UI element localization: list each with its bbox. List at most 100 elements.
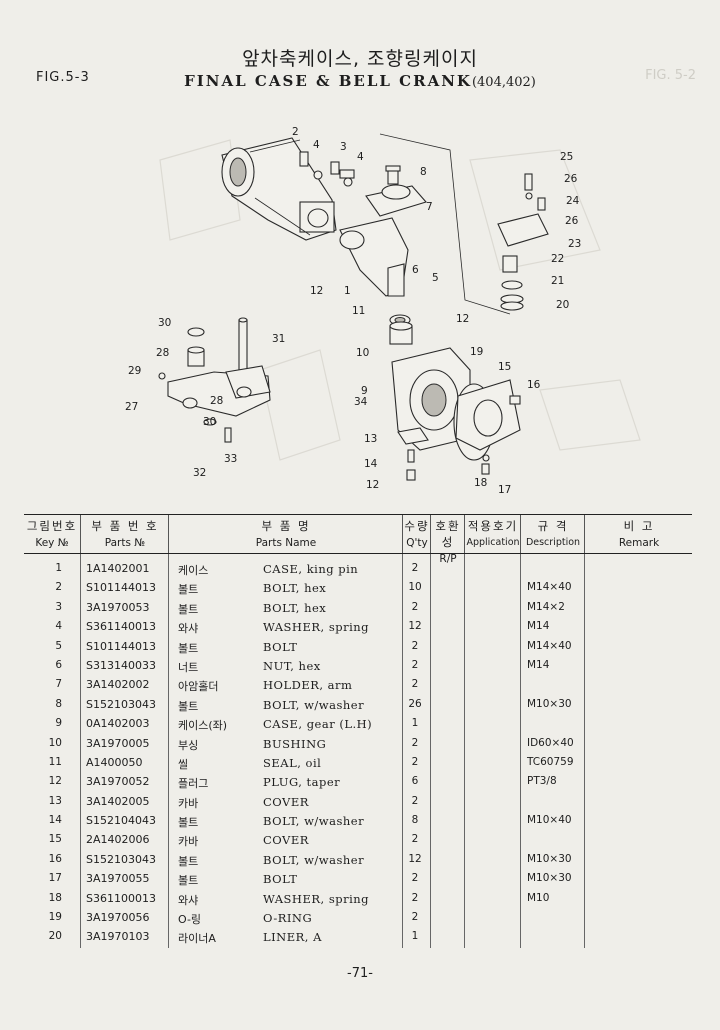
column-divider [464,554,465,948]
quantity-cell: 26 [408,697,422,710]
description-cell: TC60759 [527,755,574,768]
quantity-cell: 2 [411,833,419,846]
part-number-cell: 3A1402002 [86,678,150,692]
part-number-cell: S152103043 [86,852,156,866]
quantity-cell: 2 [411,872,419,885]
description-cell: M14 [527,620,550,633]
key-cell: 12 [48,775,62,788]
callout-16: 16 [527,379,541,391]
english-name-cell: HOLDER, arm [263,678,353,693]
part-number-cell: 3A1970053 [86,600,150,614]
callout-15: 15 [498,361,511,373]
quantity-cell: 2 [411,755,419,768]
callout-13: 13 [364,433,377,445]
description-cell: ID60×40 [527,736,574,749]
header-key-ko: 그림번호 [26,519,78,533]
callout-30b: 30 [203,416,216,428]
description-cell: M10 [527,891,550,904]
leader-line-long [379,133,511,315]
callout-18: 18 [474,477,487,489]
page-number: -71- [347,966,373,981]
callout-11: 11 [352,305,365,317]
part-number-cell: S101144013 [86,581,156,595]
gear-case-part [391,347,521,461]
korean-name-cell: O-링 [178,913,202,927]
header-key: 그림번호 Key № [24,515,80,553]
header-rp: 호환성 R/P [430,515,465,565]
part-number-cell: 0A1402003 [86,717,150,731]
quantity-cell: 2 [411,911,419,924]
part-number-cell: 1A1402001 [86,562,150,575]
part-number-cell: S152103043 [86,697,156,711]
callout-4b: 4 [357,151,364,163]
part-number-cell: 3A1402005 [86,794,150,808]
column-divider [168,554,169,948]
english-name-cell: PLUG, taper [263,775,341,790]
header-application-ko: 적용호기 [467,519,519,533]
callout-21: 21 [551,275,564,287]
korean-name-cell: 와샤 [178,622,199,636]
korean-name-cell: 볼트 [178,699,199,713]
key-cell: 20 [48,930,62,943]
arm-holder-part [365,165,427,217]
key-cell: 9 [55,717,62,730]
callout-3: 3 [340,141,347,153]
key-cell: 11 [48,755,62,768]
english-name-cell: WASHER, spring [263,620,370,635]
description-cell: M10×30 [527,872,572,885]
callout-23: 23 [568,238,581,250]
header-application: 적용호기 Application [464,515,521,553]
header-key-en: Key № [35,537,69,549]
callout-29: 29 [128,365,141,377]
key-cell: 17 [48,872,62,885]
header-parts-name: 부 품 명 Parts Name [168,515,403,553]
column-divider [520,554,521,948]
callout-9: 9 [361,385,368,397]
header-parts-no: 부 품 번 호 Parts № [80,515,169,553]
key-cell: 8 [55,697,62,710]
header-parts-no-ko: 부 품 번 호 [91,519,159,533]
callout-25: 25 [560,151,573,163]
korean-name-cell: 와샤 [178,893,199,907]
callout-28a: 28 [156,347,169,359]
key-cell: 10 [48,736,62,749]
callout-34: 34 [354,396,368,408]
description-cell: M14 [527,658,550,671]
part-number-cell: S101144013 [86,639,156,653]
key-cell: 15 [48,833,62,846]
korean-name-cell: 씰 [178,757,189,771]
callout-12c: 12 [366,479,379,491]
callout-26b: 26 [565,215,579,227]
description-cell: M10×40 [527,814,572,827]
english-name-cell: NUT, hex [263,658,321,673]
callout-12a: 12 [310,285,323,297]
exploded-parts-diagram: 2 4 3 4 8 7 25 26 24 26 23 22 21 20 6 5 … [125,126,641,496]
english-name-cell: BOLT [263,639,298,654]
korean-name-cell: 케이스 [178,564,209,577]
english-name-cell: BOLT, w/washer [263,852,365,867]
quantity-cell: 1 [411,930,419,943]
header-application-en: Application [466,537,520,548]
english-name-cell: CASE, gear (L.H) [263,717,373,732]
callout-28b: 28 [210,395,223,407]
korean-name-cell: 케이스(좌) [178,719,228,733]
description-cell: M14×40 [527,581,572,594]
korean-name-cell: 볼트 [178,583,199,597]
callout-31: 31 [272,333,285,345]
header-remark-ko: 비 고 [623,519,655,533]
bolt-set-upper [299,151,355,187]
case-king-pin-part [221,137,337,241]
callout-33: 33 [224,453,237,465]
english-name-cell: COVER [263,833,309,848]
korean-name-cell: 카바 [178,796,199,810]
figure-models: (404,402) [471,75,536,90]
quantity-cell: 2 [411,678,419,691]
